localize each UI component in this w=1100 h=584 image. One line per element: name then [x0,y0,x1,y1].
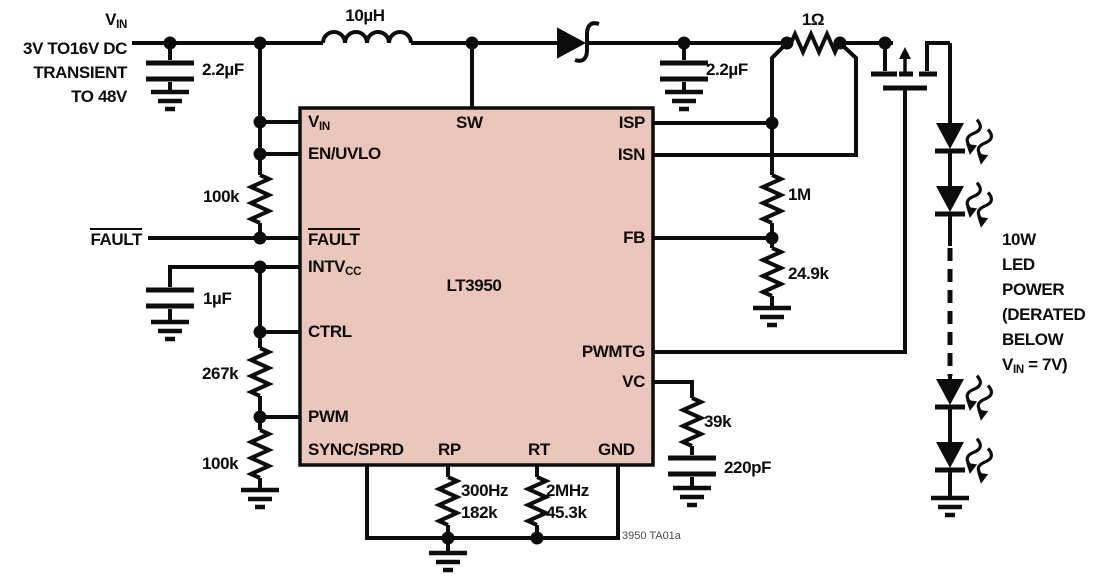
pwm-resistor-value: 100k [202,454,239,473]
sense-resistor-value: 1Ω [801,10,825,29]
ground-intvcc-cap [151,322,189,339]
intvcc-cap-symbol [146,290,194,306]
input-range-label: 3V TO16V DC [23,39,127,58]
intvcc-cap-value: 1µF [203,289,232,308]
ic-pin-ctrl: CTRL [308,322,352,341]
rt-resistor-value: 45.3k [546,503,587,522]
rt-frequency: 2MHz [546,481,589,500]
fb-bottom-resistor-value: 24.9k [788,264,829,283]
ctrl-resistor-value: 267k [202,364,239,383]
ic-pin-vin: VIN [308,112,330,133]
led-emission-icon [960,179,998,231]
output-cap-value: 2.2µF [706,60,748,79]
wires [132,41,953,551]
ground-input-cap [151,92,189,109]
ic-pin-gnd: GND [598,440,635,459]
resistor-39k [681,396,703,448]
ic-pin-isp: ISP [618,113,646,132]
led-emission-icon [960,435,998,487]
resistor-rp [437,475,459,527]
resistor-1ohm-sense [789,32,841,54]
ic-pin-sync-sprd: SYNC/SPRD [308,440,404,459]
input-source-label: VIN 3V TO16V DC TRANSIENT TO 48V [23,8,127,109]
fault-net-label: FAULT [90,228,142,249]
input-cap-value: 2.2µF [202,60,244,79]
ground-pwm-divider [241,490,279,507]
output-cap-symbol [660,63,708,79]
led-emission-icon [960,116,998,168]
vin-label: VIN [105,10,127,31]
ground-vc [673,488,711,505]
vc-resistor-value: 39k [704,412,732,431]
led-string [935,123,965,473]
ic-pin-intvcc: INTVCC [308,257,362,278]
ground-output-cap [665,92,703,109]
inductor-value: 10µH [345,6,385,25]
pmos-transistor [871,47,937,91]
inductor-symbol [321,30,413,44]
input-cap-symbol [146,63,194,79]
resistor-100k-pwm [249,428,271,480]
ic-body [298,106,655,467]
ic-pin-fault: FAULT [308,228,360,249]
junction-dots [163,36,892,545]
ic-pin-pwmtg: PWMTG [581,342,646,361]
ground-fb-divider [753,308,791,325]
fb-top-resistor-value: 1M [788,185,811,204]
led-emission-icon [960,372,998,424]
rp-frequency: 300Hz [461,481,509,500]
ic-pin-rt: RT [528,440,550,459]
diode-symbol [557,21,600,63]
ic-pin-sw: SW [456,113,483,132]
ic-pin-rp: RP [438,440,461,459]
led-power-note: 10W LED POWER (DERATED BELOW VIN = 7V) [1002,230,1086,376]
resistor-267k [249,346,271,398]
ic-pin-isn: ISN [617,145,646,164]
ic-pin-fb: FB [623,228,645,247]
ic-pin-pwm: PWM [308,407,349,426]
rp-resistor-value: 182k [461,503,498,522]
vc-cap-symbol [668,458,716,474]
resistor-100k-pullup [249,173,271,225]
resistor-1m [761,173,783,225]
schematic-footnote: 3950 TA01a [622,530,681,542]
ground-bottom-rail [429,553,467,570]
resistor-rt [526,475,548,527]
ground-led-string [931,498,969,515]
ic-part-number: LT3950 [446,276,502,295]
ic-pin-vc: VC [622,372,645,391]
input-transient-label: TRANSIENT [33,63,127,82]
ic-pin-en-uvlo: EN/UVLO [308,144,381,163]
resistor-24p9k [761,246,783,298]
vc-cap-value: 220pF [724,458,772,477]
input-transient-max-label: TO 48V [71,87,127,106]
fault-pullup-value: 100k [203,187,240,206]
